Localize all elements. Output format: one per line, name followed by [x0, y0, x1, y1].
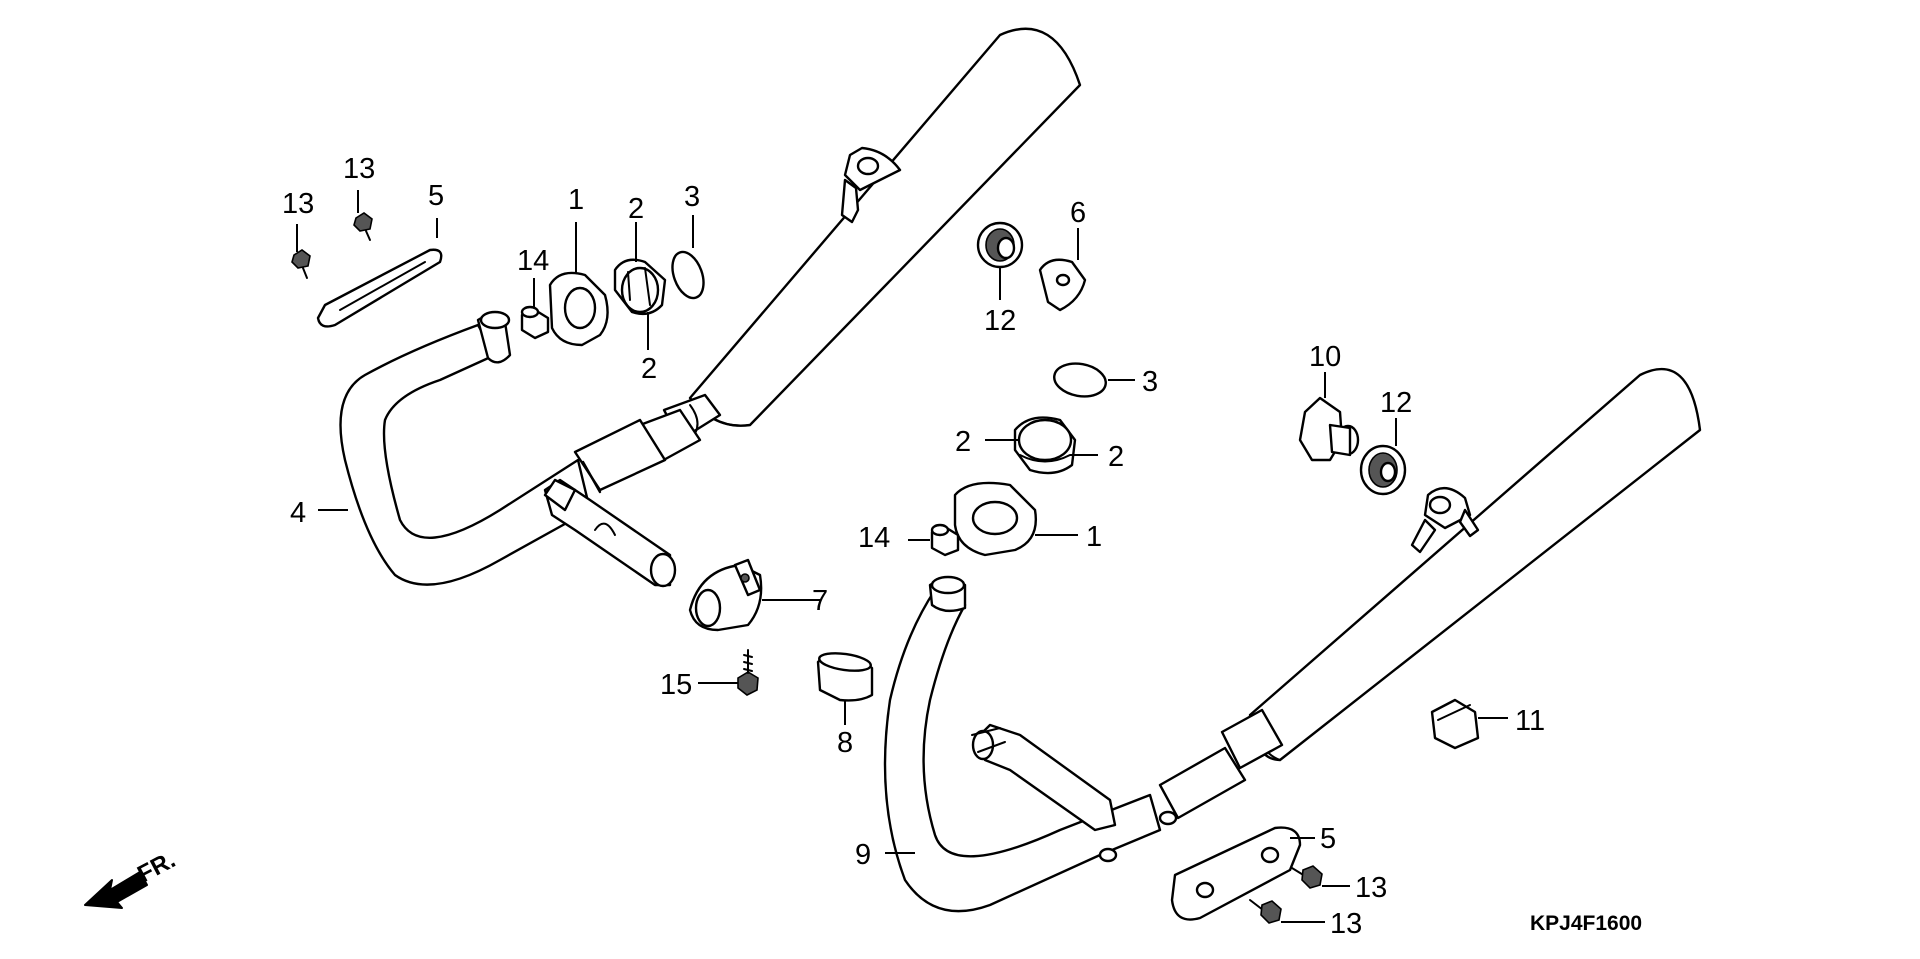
- sleeve-8: [816, 652, 874, 702]
- label-5-a: 5: [428, 180, 444, 212]
- label-2-d: 2: [1108, 441, 1124, 473]
- label-13-c: 13: [1355, 872, 1387, 904]
- label-3-a: 3: [684, 181, 700, 213]
- label-9: 9: [855, 839, 871, 871]
- label-1-b: 1: [1086, 521, 1102, 553]
- label-12-a: 12: [984, 305, 1016, 337]
- label-2-a: 2: [628, 193, 644, 225]
- bolt-15: [737, 649, 759, 696]
- bolt-13-a: [291, 249, 311, 279]
- cap-11: [1430, 698, 1480, 750]
- label-12-b: 12: [1380, 387, 1412, 419]
- label-8: 8: [837, 727, 853, 759]
- muffler-right: [883, 367, 1702, 913]
- grommet-12-lower: [1359, 444, 1407, 496]
- leader-lines: [296, 190, 1508, 923]
- gasket-2-left: [613, 258, 667, 316]
- label-5-b: 5: [1320, 823, 1336, 855]
- nut-14-right: [930, 523, 960, 557]
- label-14-a: 14: [517, 245, 549, 277]
- label-3-b: 3: [1142, 366, 1158, 398]
- clamp-7: [688, 558, 763, 632]
- flange-1-right: [953, 481, 1037, 557]
- label-13-a: 13: [282, 188, 314, 220]
- bolt-13-b: [353, 212, 373, 241]
- label-15: 15: [660, 669, 692, 701]
- gasket-2-right: [1013, 416, 1077, 475]
- muffler-left: [339, 27, 1082, 588]
- label-6: 6: [1070, 197, 1086, 229]
- label-7: 7: [812, 585, 828, 617]
- label-13-b: 13: [343, 153, 375, 185]
- label-1-a: 1: [568, 184, 584, 216]
- flange-1-left: [548, 271, 609, 347]
- label-10: 10: [1309, 341, 1341, 373]
- bolt-13-c: [1291, 865, 1323, 889]
- diagram-code: KPJ4F1600: [1530, 912, 1642, 935]
- bolt-13-d: [1249, 899, 1282, 924]
- label-14-b: 14: [858, 522, 890, 554]
- label-13-d: 13: [1330, 908, 1362, 940]
- heat-shield-right: [1170, 826, 1302, 921]
- bracket-10: [1298, 396, 1360, 462]
- grommet-12-upper: [976, 221, 1024, 269]
- collar-6: [1038, 258, 1087, 312]
- ring-3-left: [671, 250, 705, 300]
- label-2-c: 2: [955, 426, 971, 458]
- heat-shield-left: [316, 248, 443, 328]
- label-4: 4: [290, 497, 306, 529]
- nut-14-left: [520, 305, 550, 340]
- front-arrow-icon: [84, 871, 148, 909]
- label-11: 11: [1515, 705, 1545, 737]
- label-2-b: 2: [641, 353, 657, 385]
- ring-3-right: [1053, 362, 1107, 398]
